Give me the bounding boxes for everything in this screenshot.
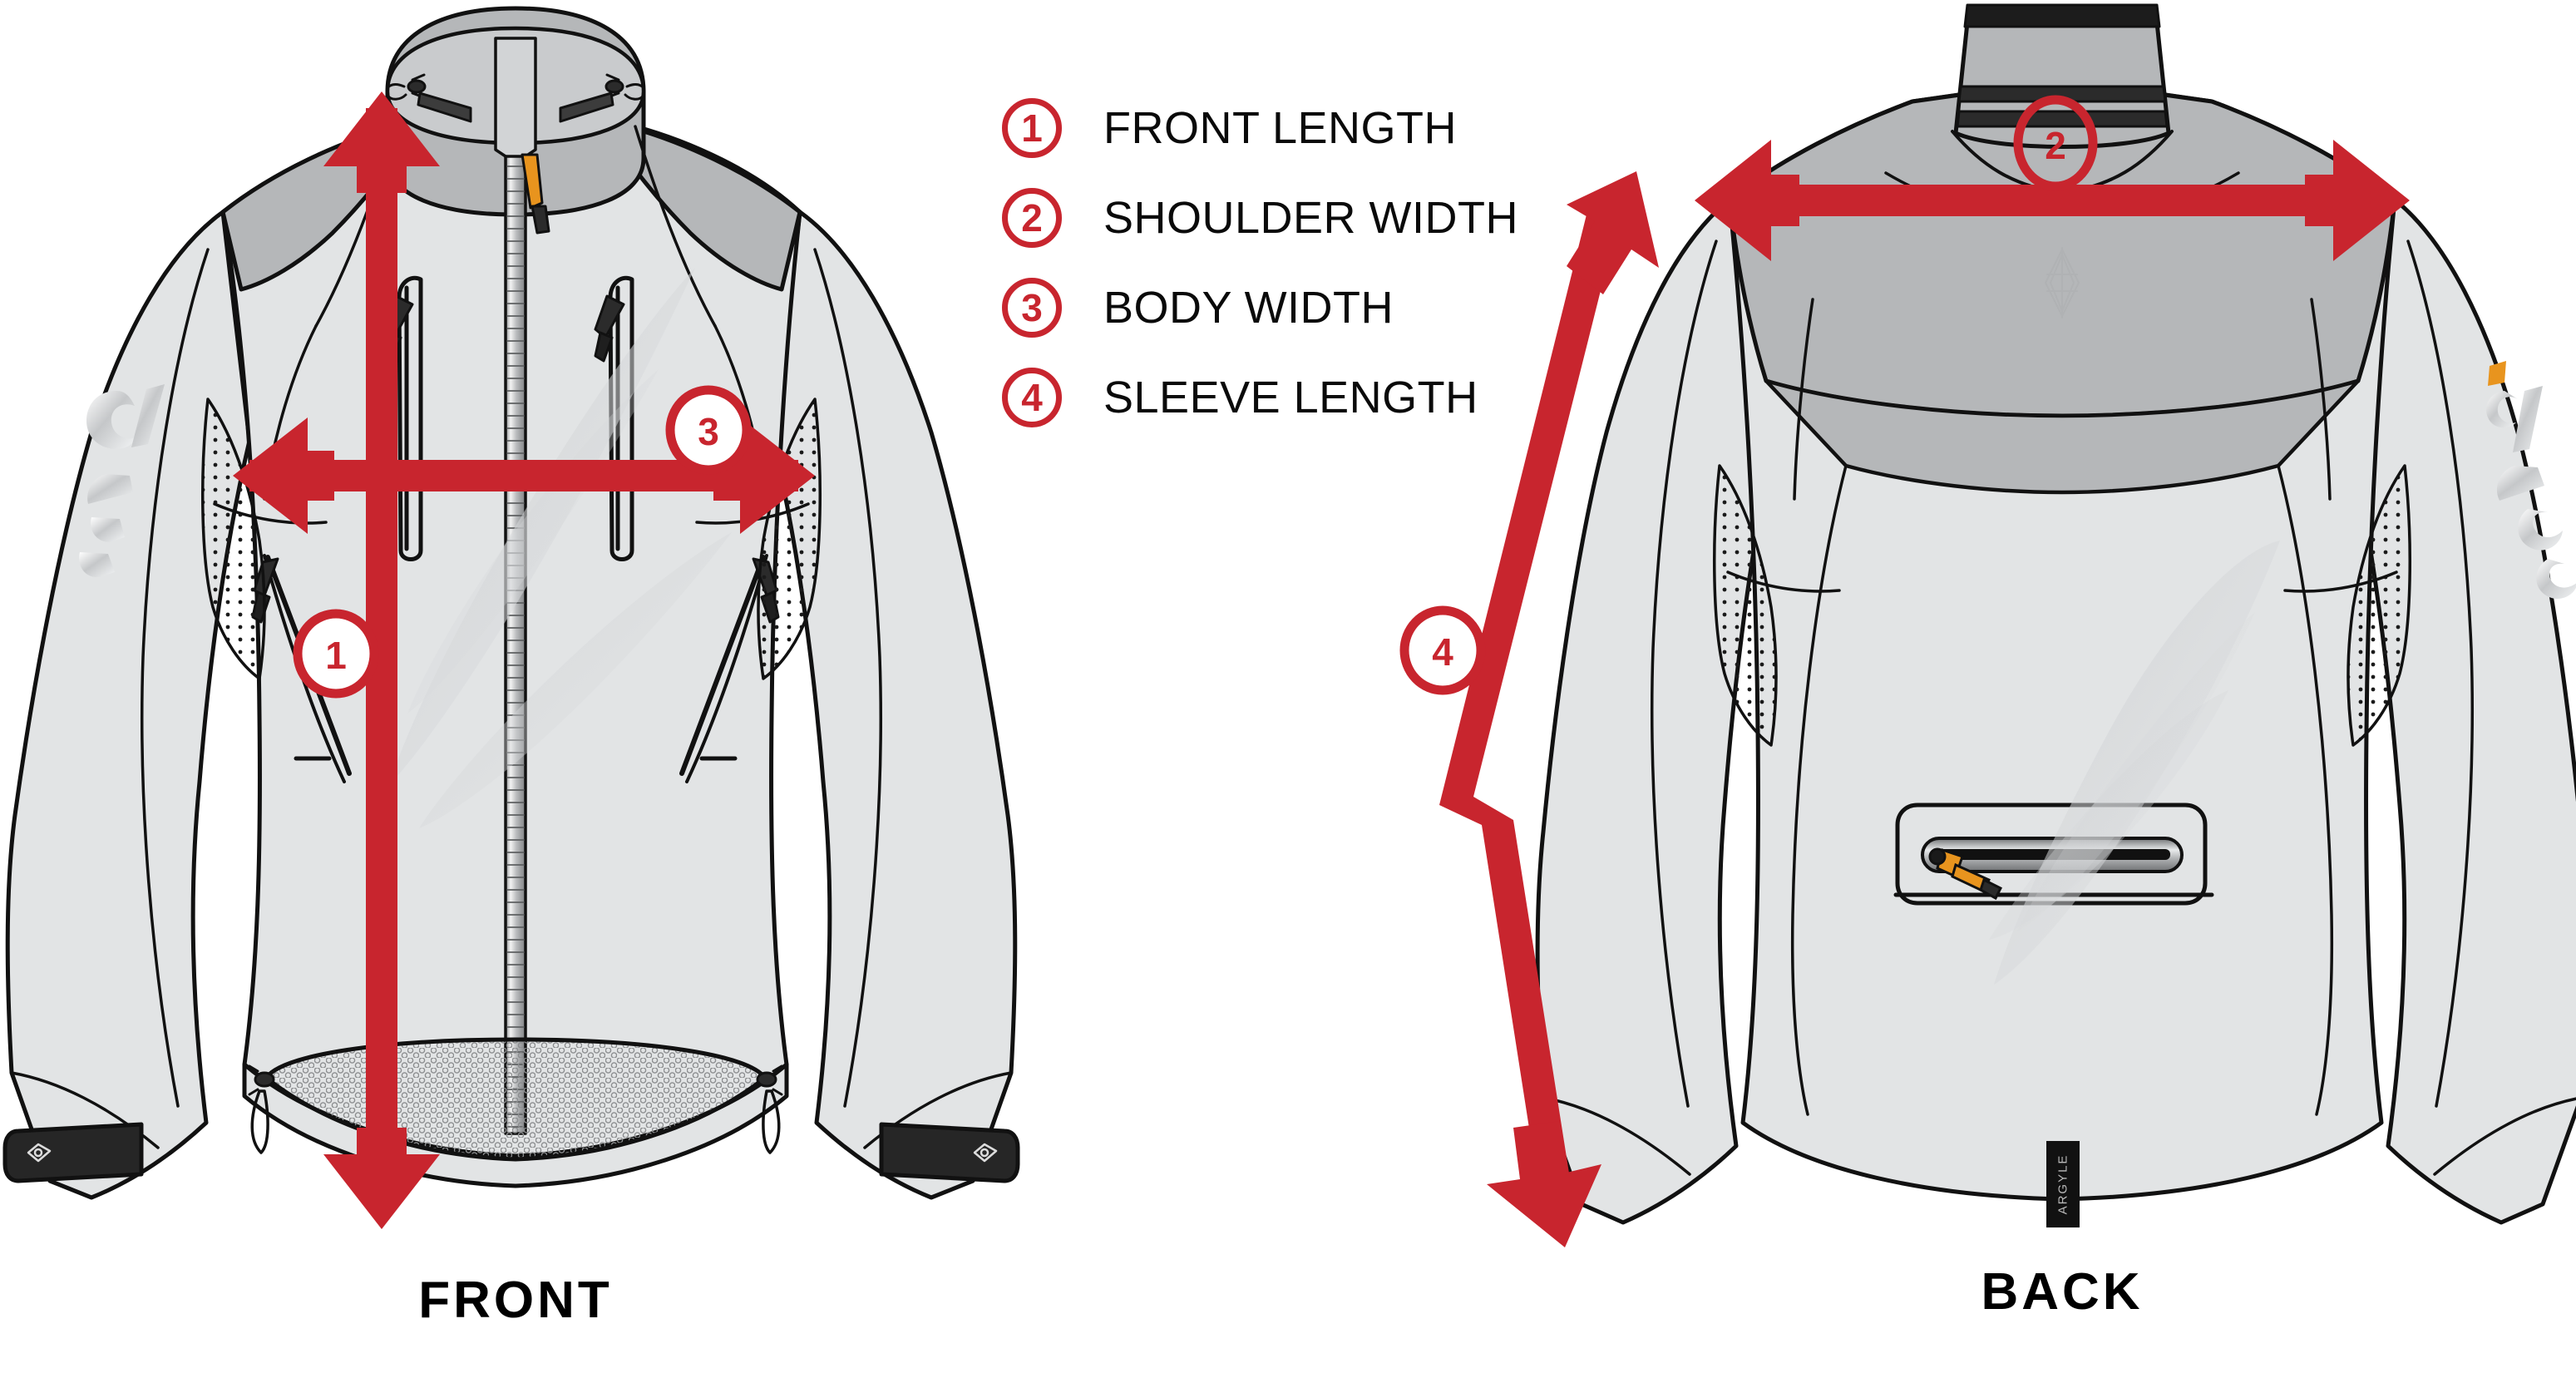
legend-label-body-width: BODY WIDTH (1103, 283, 1394, 333)
legend-item-sleeve-length: 4 SLEEVE LENGTH (1002, 353, 1534, 442)
marker-front-length: 1 (293, 609, 379, 699)
back-view-caption: BACK (1981, 1263, 2144, 1321)
legend-badge-2: 2 (1002, 188, 1062, 248)
sleeve-length-arrow (1439, 171, 1659, 1247)
measurement-legend: 1 FRONT LENGTH 2 SHOULDER WIDTH 3 BODY W… (1002, 83, 1534, 442)
marker-body-width: 3 (665, 385, 752, 475)
marker-front-length-number: 1 (325, 634, 347, 677)
legend-label-shoulder-width: SHOULDER WIDTH (1103, 193, 1519, 243)
argyle-brand-text: ARGYLE (2055, 1153, 2070, 1215)
legend-label-sleeve-length: SLEEVE LENGTH (1103, 373, 1478, 422)
marker-sleeve-length: 4 (1399, 605, 1486, 695)
marker-shoulder-width-number: 2 (2045, 124, 2066, 167)
marker-shoulder-width: 2 (2013, 95, 2098, 191)
legend-item-body-width: 3 BODY WIDTH (1002, 263, 1534, 353)
legend-item-shoulder-width: 2 SHOULDER WIDTH (1002, 173, 1534, 263)
legend-badge-4: 4 (1002, 368, 1062, 427)
argyle-brand-label: ARGYLE (2046, 1141, 2080, 1227)
marker-sleeve-length-number: 4 (1432, 630, 1453, 674)
front-view-caption: FRONT (418, 1272, 613, 1329)
marker-body-width-number: 3 (698, 410, 719, 453)
legend-badge-3: 3 (1002, 278, 1062, 338)
legend-label-front-length: FRONT LENGTH (1103, 103, 1458, 153)
legend-item-front-length: 1 FRONT LENGTH (1002, 83, 1534, 173)
legend-badge-1: 1 (1002, 98, 1062, 158)
